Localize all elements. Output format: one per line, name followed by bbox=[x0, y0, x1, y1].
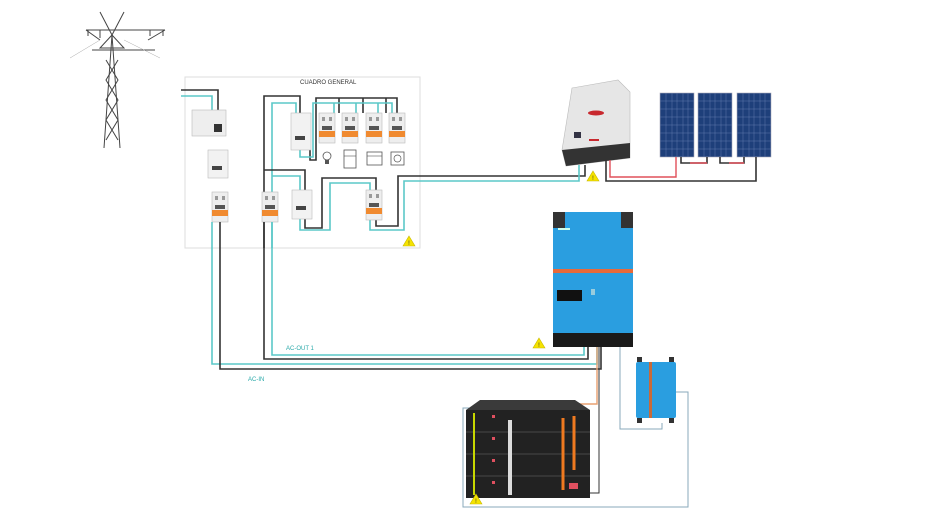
charge-controller bbox=[636, 357, 676, 423]
breaker-differential bbox=[207, 149, 229, 179]
battery-rack bbox=[466, 400, 590, 498]
panel-wiring bbox=[181, 89, 586, 248]
fridge-icon bbox=[343, 149, 357, 169]
light-bulb-icon bbox=[322, 151, 332, 164]
warning-icon bbox=[586, 170, 600, 183]
washing-machine-icon bbox=[390, 151, 405, 166]
ac-out-wiring bbox=[263, 222, 589, 360]
breaker-differential-3 bbox=[290, 112, 312, 151]
breaker-ac-out bbox=[261, 191, 279, 223]
breaker-differential-2 bbox=[291, 189, 313, 220]
breaker-pv bbox=[365, 189, 383, 221]
breaker-lighting bbox=[318, 112, 336, 144]
battery-inverter-charger bbox=[553, 212, 633, 347]
solar-panel-1 bbox=[659, 92, 695, 158]
ac-in-label: AC-IN bbox=[248, 377, 264, 383]
ac-out-label: AC-OUT 1 bbox=[286, 346, 315, 352]
breaker-fridge bbox=[341, 112, 359, 144]
pv-inverter bbox=[561, 79, 631, 167]
breaker-washer bbox=[388, 112, 406, 144]
breaker-oven bbox=[365, 112, 383, 144]
warning-icon bbox=[532, 337, 546, 350]
panel-title: CUADRO GENERAL bbox=[300, 80, 357, 86]
breaker-ac-in bbox=[211, 191, 229, 223]
breaker-main bbox=[191, 109, 227, 137]
power-tower bbox=[69, 11, 166, 149]
solar-panel-2 bbox=[697, 92, 733, 158]
pv-string-wiring bbox=[605, 157, 757, 182]
oven-icon bbox=[366, 151, 383, 166]
solar-panel-3 bbox=[736, 92, 772, 158]
